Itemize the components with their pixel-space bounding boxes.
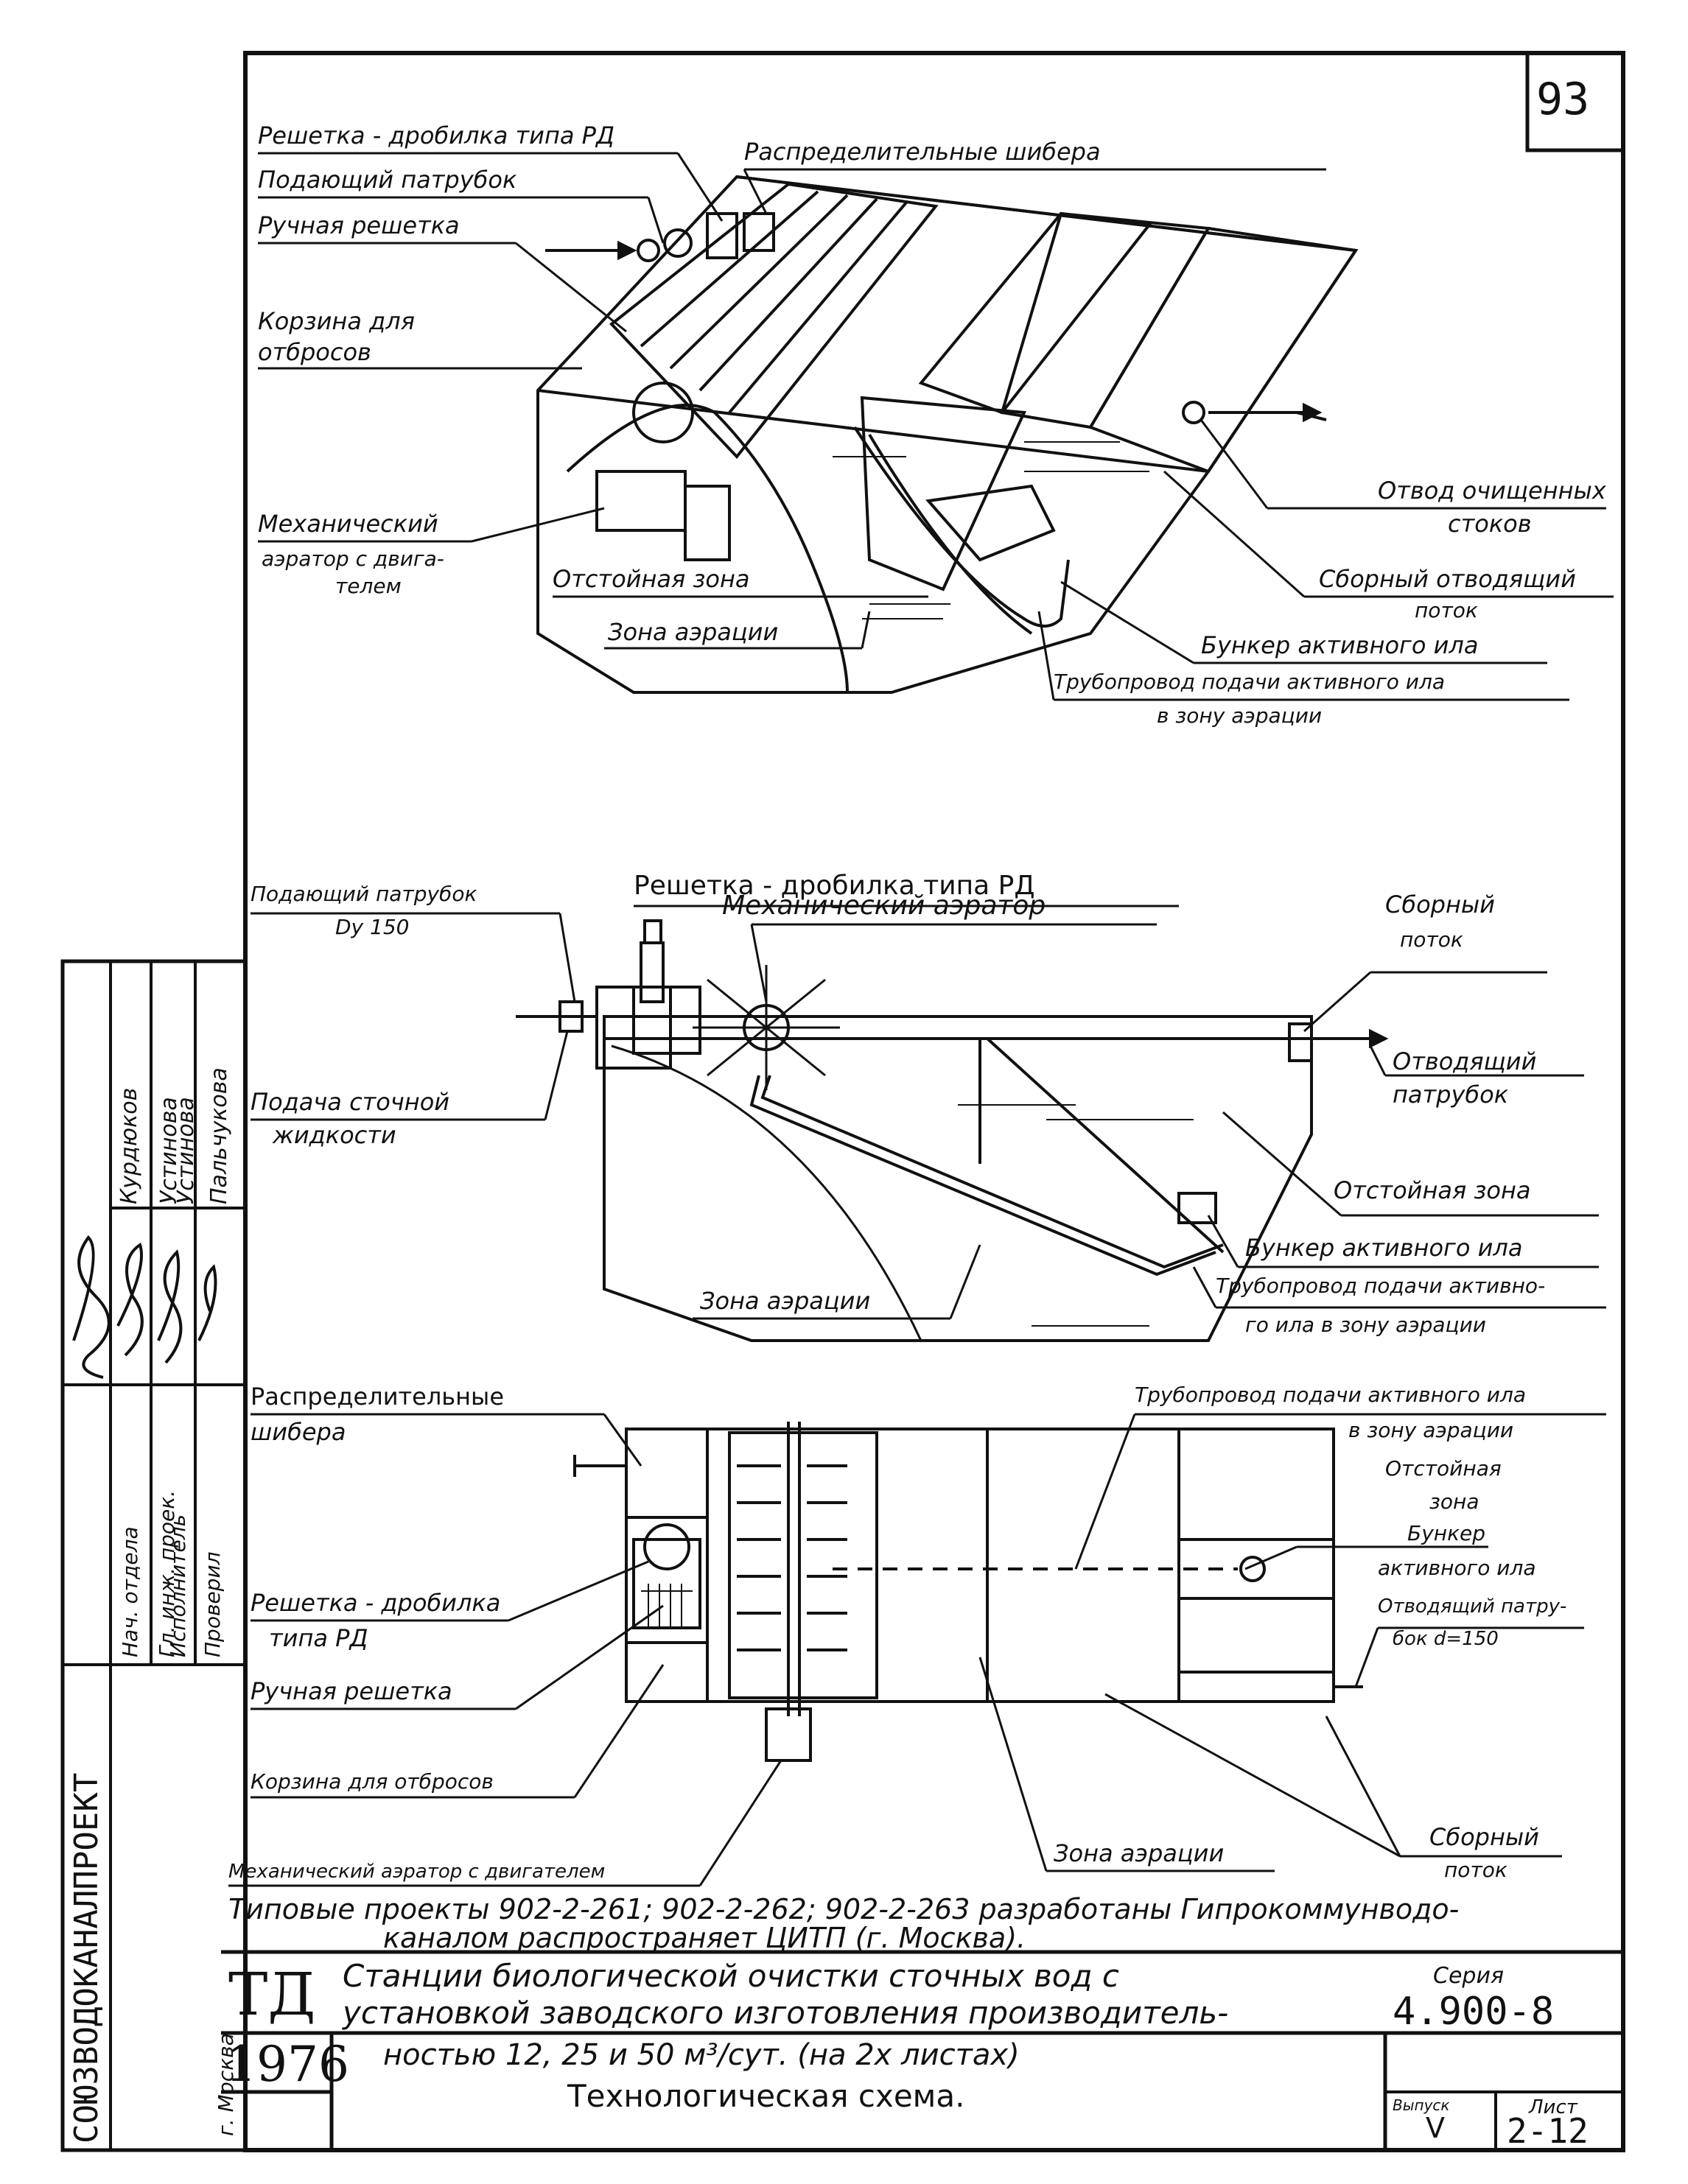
v3-label-pipe-2: в зону аэрации: [1348, 1418, 1514, 1442]
sheet-label: Лист: [1529, 2096, 1577, 2118]
sheet-value: 2-12: [1507, 2111, 1589, 2151]
v2-label-collector-2: поток: [1400, 927, 1463, 952]
title-line-1: Станции биологической очистки сточных во…: [343, 1958, 1119, 1994]
page-number-box: [1525, 51, 1625, 152]
view1-isometric: [258, 152, 1614, 701]
note-line-1: Типовые проекты 902-2-261; 902-2-262; 90…: [228, 1893, 1460, 1925]
side-block: [60, 959, 248, 2152]
v2-label-aerator: Механический аэратор: [722, 891, 1046, 921]
series-label: Серия: [1433, 1963, 1504, 1989]
v2-label-pipe-2: го ила в зону аэрации: [1245, 1313, 1487, 1337]
v2-label-aeration: Зона аэрации: [700, 1287, 871, 1315]
v1-label-aerator-3: телем: [335, 574, 402, 598]
v1-label-settling: Отстойная зона: [553, 565, 750, 593]
v3-label-settling-1: Отстойная: [1385, 1456, 1502, 1481]
v1-label-aerator-1: Механический: [258, 510, 438, 538]
v3-label-basket: Корзина для отбросов: [251, 1769, 494, 1794]
v1-label-screen: Ручная решетка: [258, 211, 460, 239]
v3-label-collector-1: Сборный: [1429, 1823, 1539, 1851]
v3-label-bunker-1: Бункер: [1407, 1521, 1485, 1545]
v3-label-aeration: Зона аэрации: [1054, 1839, 1225, 1867]
v1-label-outlet-1: Отвод очищенных: [1378, 477, 1606, 505]
v1-label-outlet-2: стоков: [1448, 510, 1532, 538]
note-line-2: каналом распространяет ЦИТП (г. Москва).: [383, 1922, 1026, 1954]
v2-label-feed-1: Подача сточной: [251, 1088, 450, 1116]
v2-label-inlet-1: Подающий патрубок: [251, 882, 477, 906]
v1-label-gates: Распределительные шибера: [744, 138, 1101, 166]
page-number: 93: [1536, 74, 1590, 125]
v2-label-bunker: Бункер активного ила: [1245, 1234, 1523, 1262]
title-line-3: ностью 12, 25 и 50 м³/сут. (на 2х листах…: [383, 2038, 1020, 2072]
view2-section: [251, 905, 1606, 1342]
issue-label: Выпуск: [1393, 2096, 1450, 2114]
v3-label-bunker-2: активного ила: [1378, 1556, 1536, 1580]
v3-label-pipe-1: Трубопровод подачи активного ила: [1135, 1383, 1527, 1407]
v2-label-settling: Отстойная зона: [1334, 1176, 1531, 1204]
view3-plan: [228, 1413, 1606, 1887]
v3-label-screen: Ручная решетка: [251, 1677, 452, 1705]
title-line-2: установкой заводского изготовления произ…: [343, 1995, 1229, 2031]
stamp-year: 1976: [225, 2036, 349, 2093]
v2-label-outlet-1: Отводящий: [1393, 1047, 1537, 1075]
v1-label-collector-2: поток: [1415, 598, 1478, 622]
v3-label-aerator: Механический аэратор с двигателем: [228, 1861, 606, 1883]
v3-label-gates-1: Распределительные: [251, 1383, 504, 1411]
v2-label-inlet-2: Dy 150: [335, 915, 410, 939]
v3-label-gates-2: шибера: [251, 1418, 346, 1446]
v3-label-outlet-2: бок d=150: [1393, 1628, 1499, 1650]
series-value: 4.900-8: [1393, 1990, 1555, 2034]
v1-label-grinder: Решетка - дробилка типа РД: [258, 122, 614, 150]
v1-label-inlet: Подающий патрубок: [258, 166, 517, 194]
title-line-4: Технологическая схема.: [567, 2078, 965, 2114]
v2-label-outlet-2: патрубок: [1393, 1081, 1509, 1109]
v2-label-feed-2: жидкости: [273, 1121, 396, 1149]
v1-label-aeration: Зона аэрации: [608, 618, 779, 646]
v1-label-bunker: Бункер активного ила: [1201, 631, 1479, 659]
v3-label-settling-2: зона: [1429, 1489, 1479, 1514]
v1-label-collector-1: Сборный отводящий: [1319, 565, 1576, 593]
v2-label-collector-1: Сборный: [1385, 891, 1495, 919]
issue-value: V: [1426, 2112, 1445, 2144]
v2-label-pipe-1: Трубопровод подачи активно-: [1216, 1274, 1546, 1298]
v3-label-grinder-1: Решетка - дробилка: [251, 1589, 501, 1617]
v1-label-basket-1: Корзина для: [258, 307, 415, 335]
v3-label-outlet-1: Отводящий патру-: [1378, 1595, 1567, 1618]
v1-label-aerator-2: аэратор с двига-: [262, 547, 444, 571]
v2-label-grinder: Решетка - дробилка типа РД: [634, 871, 1035, 901]
v1-label-pipe-1: Трубопровод подачи активного ила: [1054, 670, 1446, 694]
v3-label-collector-2: поток: [1444, 1858, 1507, 1882]
v3-label-grinder-2: типа РД: [269, 1624, 368, 1652]
v1-label-pipe-2: в зону аэрации: [1157, 703, 1323, 728]
v1-label-basket-2: отбросов: [258, 338, 371, 366]
stamp-td: ТД: [228, 1960, 316, 2029]
